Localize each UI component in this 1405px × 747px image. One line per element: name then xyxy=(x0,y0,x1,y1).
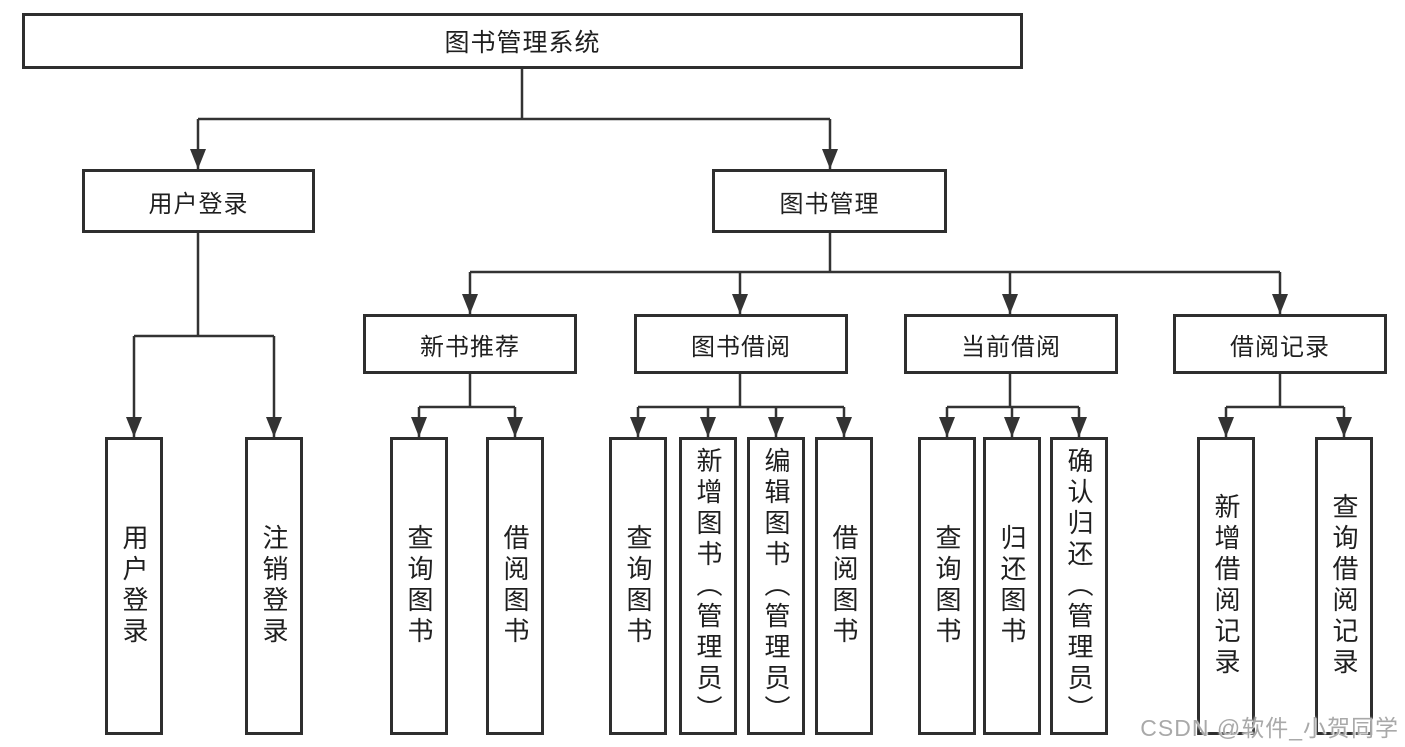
leaf-current-query-book-label: 查询图书 xyxy=(932,524,962,648)
node-current-borrow-label: 当前借阅 xyxy=(961,333,1061,361)
node-book-borrow: 图书借阅 xyxy=(634,314,848,374)
leaf-recommend-borrow-book-label: 借阅图书 xyxy=(500,524,530,648)
leaf-record-query-record: 查询借阅记录 xyxy=(1315,437,1373,735)
csdn-watermark: CSDN @软件_小贺同学 xyxy=(1140,715,1399,741)
leaf-borrow-query-book-label: 查询图书 xyxy=(623,524,653,648)
leaf-borrow-borrow-book-label: 借阅图书 xyxy=(829,524,859,648)
leaf-borrow-borrow-book: 借阅图书 xyxy=(815,437,873,735)
leaf-borrow-query-book: 查询图书 xyxy=(609,437,667,735)
leaf-current-confirm-return-admin-label: 确认归还（管理员） xyxy=(1064,446,1094,726)
leaf-record-add-record: 新增借阅记录 xyxy=(1197,437,1255,735)
node-book-management: 图书管理 xyxy=(712,169,947,233)
leaf-logout-label: 注销登录 xyxy=(259,524,289,648)
node-new-book-recommend: 新书推荐 xyxy=(363,314,577,374)
node-borrow-record-label: 借阅记录 xyxy=(1230,333,1330,361)
leaf-borrow-add-book-admin: 新增图书（管理员） xyxy=(679,437,737,735)
leaf-user-login-label: 用户登录 xyxy=(119,524,149,648)
leaf-recommend-query-book: 查询图书 xyxy=(390,437,448,735)
node-book-borrow-label: 图书借阅 xyxy=(691,333,791,361)
leaf-current-confirm-return-admin: 确认归还（管理员） xyxy=(1050,437,1108,735)
node-root-label: 图书管理系统 xyxy=(444,29,601,57)
leaf-recommend-borrow-book: 借阅图书 xyxy=(486,437,544,735)
leaf-user-login: 用户登录 xyxy=(105,437,163,735)
leaf-borrow-add-book-admin-label: 新增图书（管理员） xyxy=(693,446,723,726)
node-root: 图书管理系统 xyxy=(22,13,1023,69)
leaf-record-add-record-label: 新增借阅记录 xyxy=(1211,493,1241,679)
node-new-book-recommend-label: 新书推荐 xyxy=(420,333,520,361)
node-current-borrow: 当前借阅 xyxy=(904,314,1118,374)
leaf-record-query-record-label: 查询借阅记录 xyxy=(1329,493,1359,679)
node-book-management-label: 图书管理 xyxy=(779,190,880,218)
leaf-borrow-edit-book-admin: 编辑图书（管理员） xyxy=(747,437,805,735)
leaf-current-return-book: 归还图书 xyxy=(983,437,1041,735)
node-borrow-record: 借阅记录 xyxy=(1173,314,1387,374)
node-user-login-label: 用户登录 xyxy=(148,190,249,218)
leaf-recommend-query-book-label: 查询图书 xyxy=(404,524,434,648)
leaf-current-return-book-label: 归还图书 xyxy=(997,524,1027,648)
leaf-logout: 注销登录 xyxy=(245,437,303,735)
node-user-login: 用户登录 xyxy=(82,169,315,233)
leaf-current-query-book: 查询图书 xyxy=(918,437,976,735)
leaf-borrow-edit-book-admin-label: 编辑图书（管理员） xyxy=(761,446,791,726)
